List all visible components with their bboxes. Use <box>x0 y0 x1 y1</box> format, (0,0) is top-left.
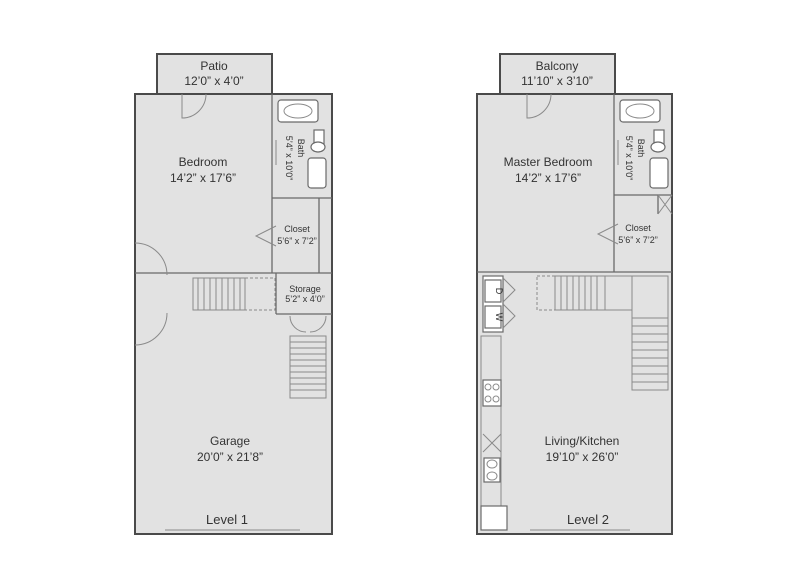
level-1-stairs-lower <box>289 315 327 399</box>
level-2-washer-letter: W <box>494 313 504 322</box>
level-1-bedroom-name: Bedroom <box>179 155 228 169</box>
level-1-closet-name: Closet <box>284 224 310 234</box>
level-2-refrigerator-icon <box>480 505 508 531</box>
level-2-plan: D W <box>476 53 673 535</box>
level-2-burner-3-icon <box>484 395 492 403</box>
level-1-patio-dims: 12’0” x 4’0” <box>184 74 243 88</box>
level-2-dryer-letter: D <box>494 288 504 295</box>
level-2-bathtub-basin-icon <box>625 103 655 119</box>
level-2-closet-name: Closet <box>625 223 651 233</box>
level-2-burner-2-icon <box>492 383 500 391</box>
level-1-bath-name: Bath <box>296 139 306 158</box>
level-1-closet-door <box>254 225 277 247</box>
level-2-living-kitchen-dims: 19’10” x 26’0” <box>546 450 619 464</box>
level-2-cooktop-icon <box>482 379 502 407</box>
level-1-sink-icon <box>307 157 327 189</box>
level-2-dishwasher-icon <box>482 433 502 453</box>
level-1-storage-name: Storage <box>289 284 321 294</box>
level-2-sink-icon <box>649 157 669 189</box>
level-2-label: Level 2 <box>567 512 609 527</box>
level-2-closet-door <box>596 223 619 245</box>
level-2-dryer-icon <box>484 279 502 303</box>
level-2-outline <box>476 93 673 535</box>
level-2-master-bedroom-dims: 14’2” x 17’6” <box>515 171 581 185</box>
level-1-hall-door <box>134 242 168 276</box>
level-1-garage-name: Garage <box>210 434 250 448</box>
level-1-bath-dims: 5’4” x 10’0” <box>284 136 294 181</box>
level-1-patio-door <box>181 93 207 119</box>
level-2-closet-dims: 5’6” x 7’2” <box>618 235 658 245</box>
level-1-bathtub-icon <box>277 99 319 123</box>
level-2-washer-icon <box>484 305 502 329</box>
level-2-sink-basin-1-icon <box>486 459 498 469</box>
level-2-stairs-upper <box>536 275 633 311</box>
level-2-living-kitchen-name: Living/Kitchen <box>545 434 620 448</box>
level-1-label: Level 1 <box>206 512 248 527</box>
level-2-balcony-name: Balcony <box>536 59 579 73</box>
level-2-toilet-icon <box>650 141 666 153</box>
level-1-garage-door <box>134 312 168 346</box>
level-2-balcony-door <box>526 93 552 119</box>
level-1-bathtub-basin-icon <box>283 103 313 119</box>
level-2-burner-1-icon <box>484 383 492 391</box>
level-1-stairs-upper <box>192 277 276 311</box>
level-1-storage-dims: 5’2” x 4’0” <box>285 294 325 304</box>
level-2-balcony-dims: 11’10” x 3’10” <box>521 74 593 88</box>
level-1-plan: Patio 12’0” x 4’0” Bedroom 14’2” x 17’6”… <box>134 53 333 535</box>
level-2-bathtub-icon <box>619 99 661 123</box>
level-2-balcony-area <box>499 53 616 95</box>
level-1-patio-name: Patio <box>200 59 228 73</box>
level-2-chase-icon <box>657 194 673 215</box>
level-2-stairs-lower <box>631 275 669 391</box>
level-1-patio-area <box>156 53 273 95</box>
level-2-master-bedroom-name: Master Bedroom <box>504 155 593 169</box>
level-1-garage-dims: 20’0” x 21’8” <box>197 450 263 464</box>
level-2-bath-dims: 5’4” x 10’0” <box>624 136 634 181</box>
level-2-burner-4-icon <box>492 395 500 403</box>
level-1-closet-dims: 5’6” x 7’2” <box>277 236 317 246</box>
level-2-kitchen-sink-icon <box>483 457 501 483</box>
level-2-sink-basin-2-icon <box>486 471 498 481</box>
level-2-bath-name: Bath <box>636 139 646 158</box>
level-1-toilet-icon <box>310 141 326 153</box>
level-1-bedroom-dims: 14’2” x 17’6” <box>170 171 236 185</box>
level-2-laundry-doors <box>502 277 516 329</box>
